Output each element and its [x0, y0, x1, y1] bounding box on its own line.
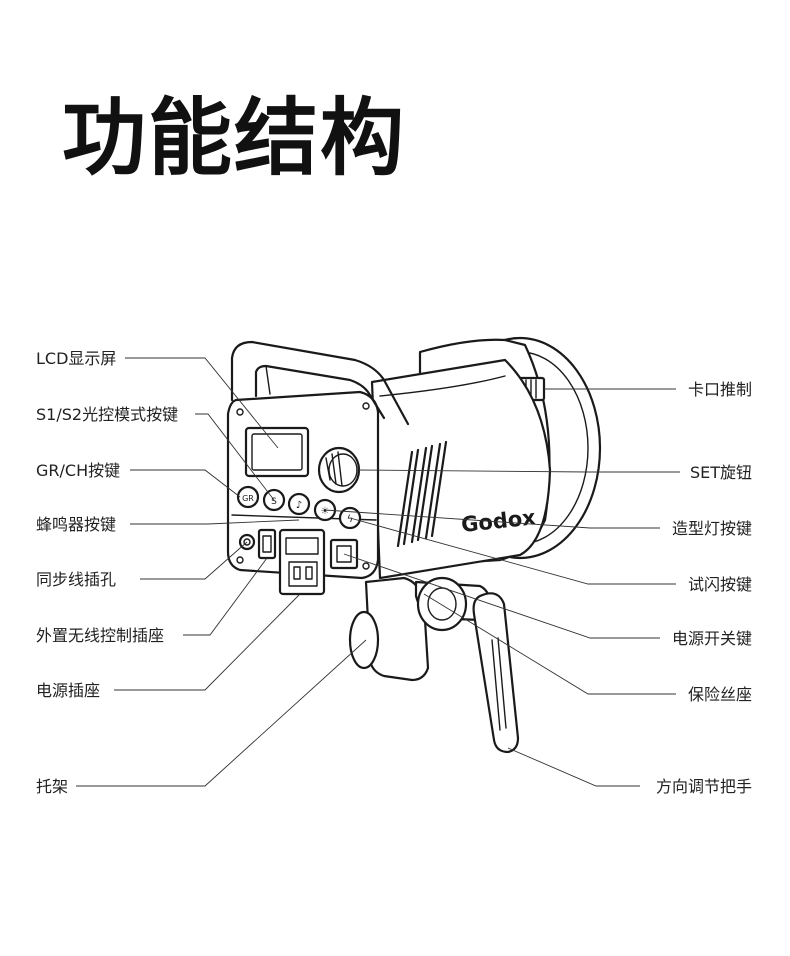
- label-power-switch: 电源开关键: [672, 629, 752, 648]
- label-test: 试闪按键: [688, 575, 752, 594]
- grch-button[interactable]: GR: [236, 485, 260, 509]
- leader-test: [349, 517, 676, 585]
- main-body: Godox: [370, 358, 552, 580]
- label-grch: GR/CH按键: [36, 461, 120, 480]
- leader-power-socket: [114, 593, 301, 691]
- labels-left: LCD显示屏 S1/S2光控模式按键 GR/CH按键 蜂鸣器按键 同步线插孔 外…: [36, 349, 178, 796]
- lcd-screen: [244, 426, 310, 478]
- label-wireless: 外置无线控制插座: [36, 626, 164, 645]
- bracket: [348, 576, 491, 682]
- leader-lines: [76, 357, 680, 787]
- leader-handle: [507, 747, 640, 787]
- s1s2-button-glyph: S: [271, 497, 277, 507]
- buzzer-button[interactable]: ♪: [287, 492, 311, 516]
- label-fuse: 保险丝座: [688, 685, 752, 704]
- leader-lcd: [125, 357, 279, 449]
- grch-button-glyph: GR: [242, 494, 254, 503]
- page-title: 功能结构: [62, 89, 407, 187]
- labels-right: 卡口推制 SET旋钮 造型灯按键 试闪按键 电源开关键 保险丝座 方向调节把手: [656, 380, 752, 796]
- label-buzzer: 蜂鸣器按键: [36, 515, 116, 534]
- power-socket[interactable]: [278, 528, 326, 596]
- label-sync: 同步线插孔: [36, 570, 116, 589]
- leader-sync: [140, 541, 248, 580]
- label-set-knob: SET旋钮: [690, 463, 752, 482]
- leader-wireless: [183, 557, 268, 636]
- label-s1s2: S1/S2光控模式按键: [36, 405, 178, 424]
- leader-s1s2: [195, 413, 275, 501]
- label-power-socket: 电源插座: [36, 681, 100, 700]
- flash-unit-illustration: Godox GR: [226, 336, 602, 754]
- direction-handle[interactable]: [472, 592, 520, 754]
- label-handle: 方向调节把手: [656, 777, 752, 796]
- leader-bracket: [76, 639, 367, 787]
- buzzer-button-glyph: ♪: [296, 500, 302, 511]
- wireless-socket[interactable]: [257, 528, 277, 560]
- label-modeling: 造型灯按键: [672, 519, 752, 538]
- leader-grch: [130, 469, 241, 498]
- leader-switch: [343, 553, 660, 639]
- carry-handle: [230, 340, 410, 426]
- set-knob[interactable]: [317, 446, 361, 494]
- leader-buzzer: [130, 519, 300, 525]
- modeling-lamp-button-glyph: ☀: [321, 506, 330, 517]
- leader-fuse: [423, 593, 676, 695]
- label-bracket: 托架: [36, 777, 68, 796]
- leader-set: [355, 469, 680, 473]
- test-flash-button-glyph: ϟ: [347, 514, 354, 525]
- label-lcd: LCD显示屏: [36, 349, 116, 368]
- leader-modeling: [324, 509, 660, 529]
- label-mount-release: 卡口推制: [688, 380, 752, 399]
